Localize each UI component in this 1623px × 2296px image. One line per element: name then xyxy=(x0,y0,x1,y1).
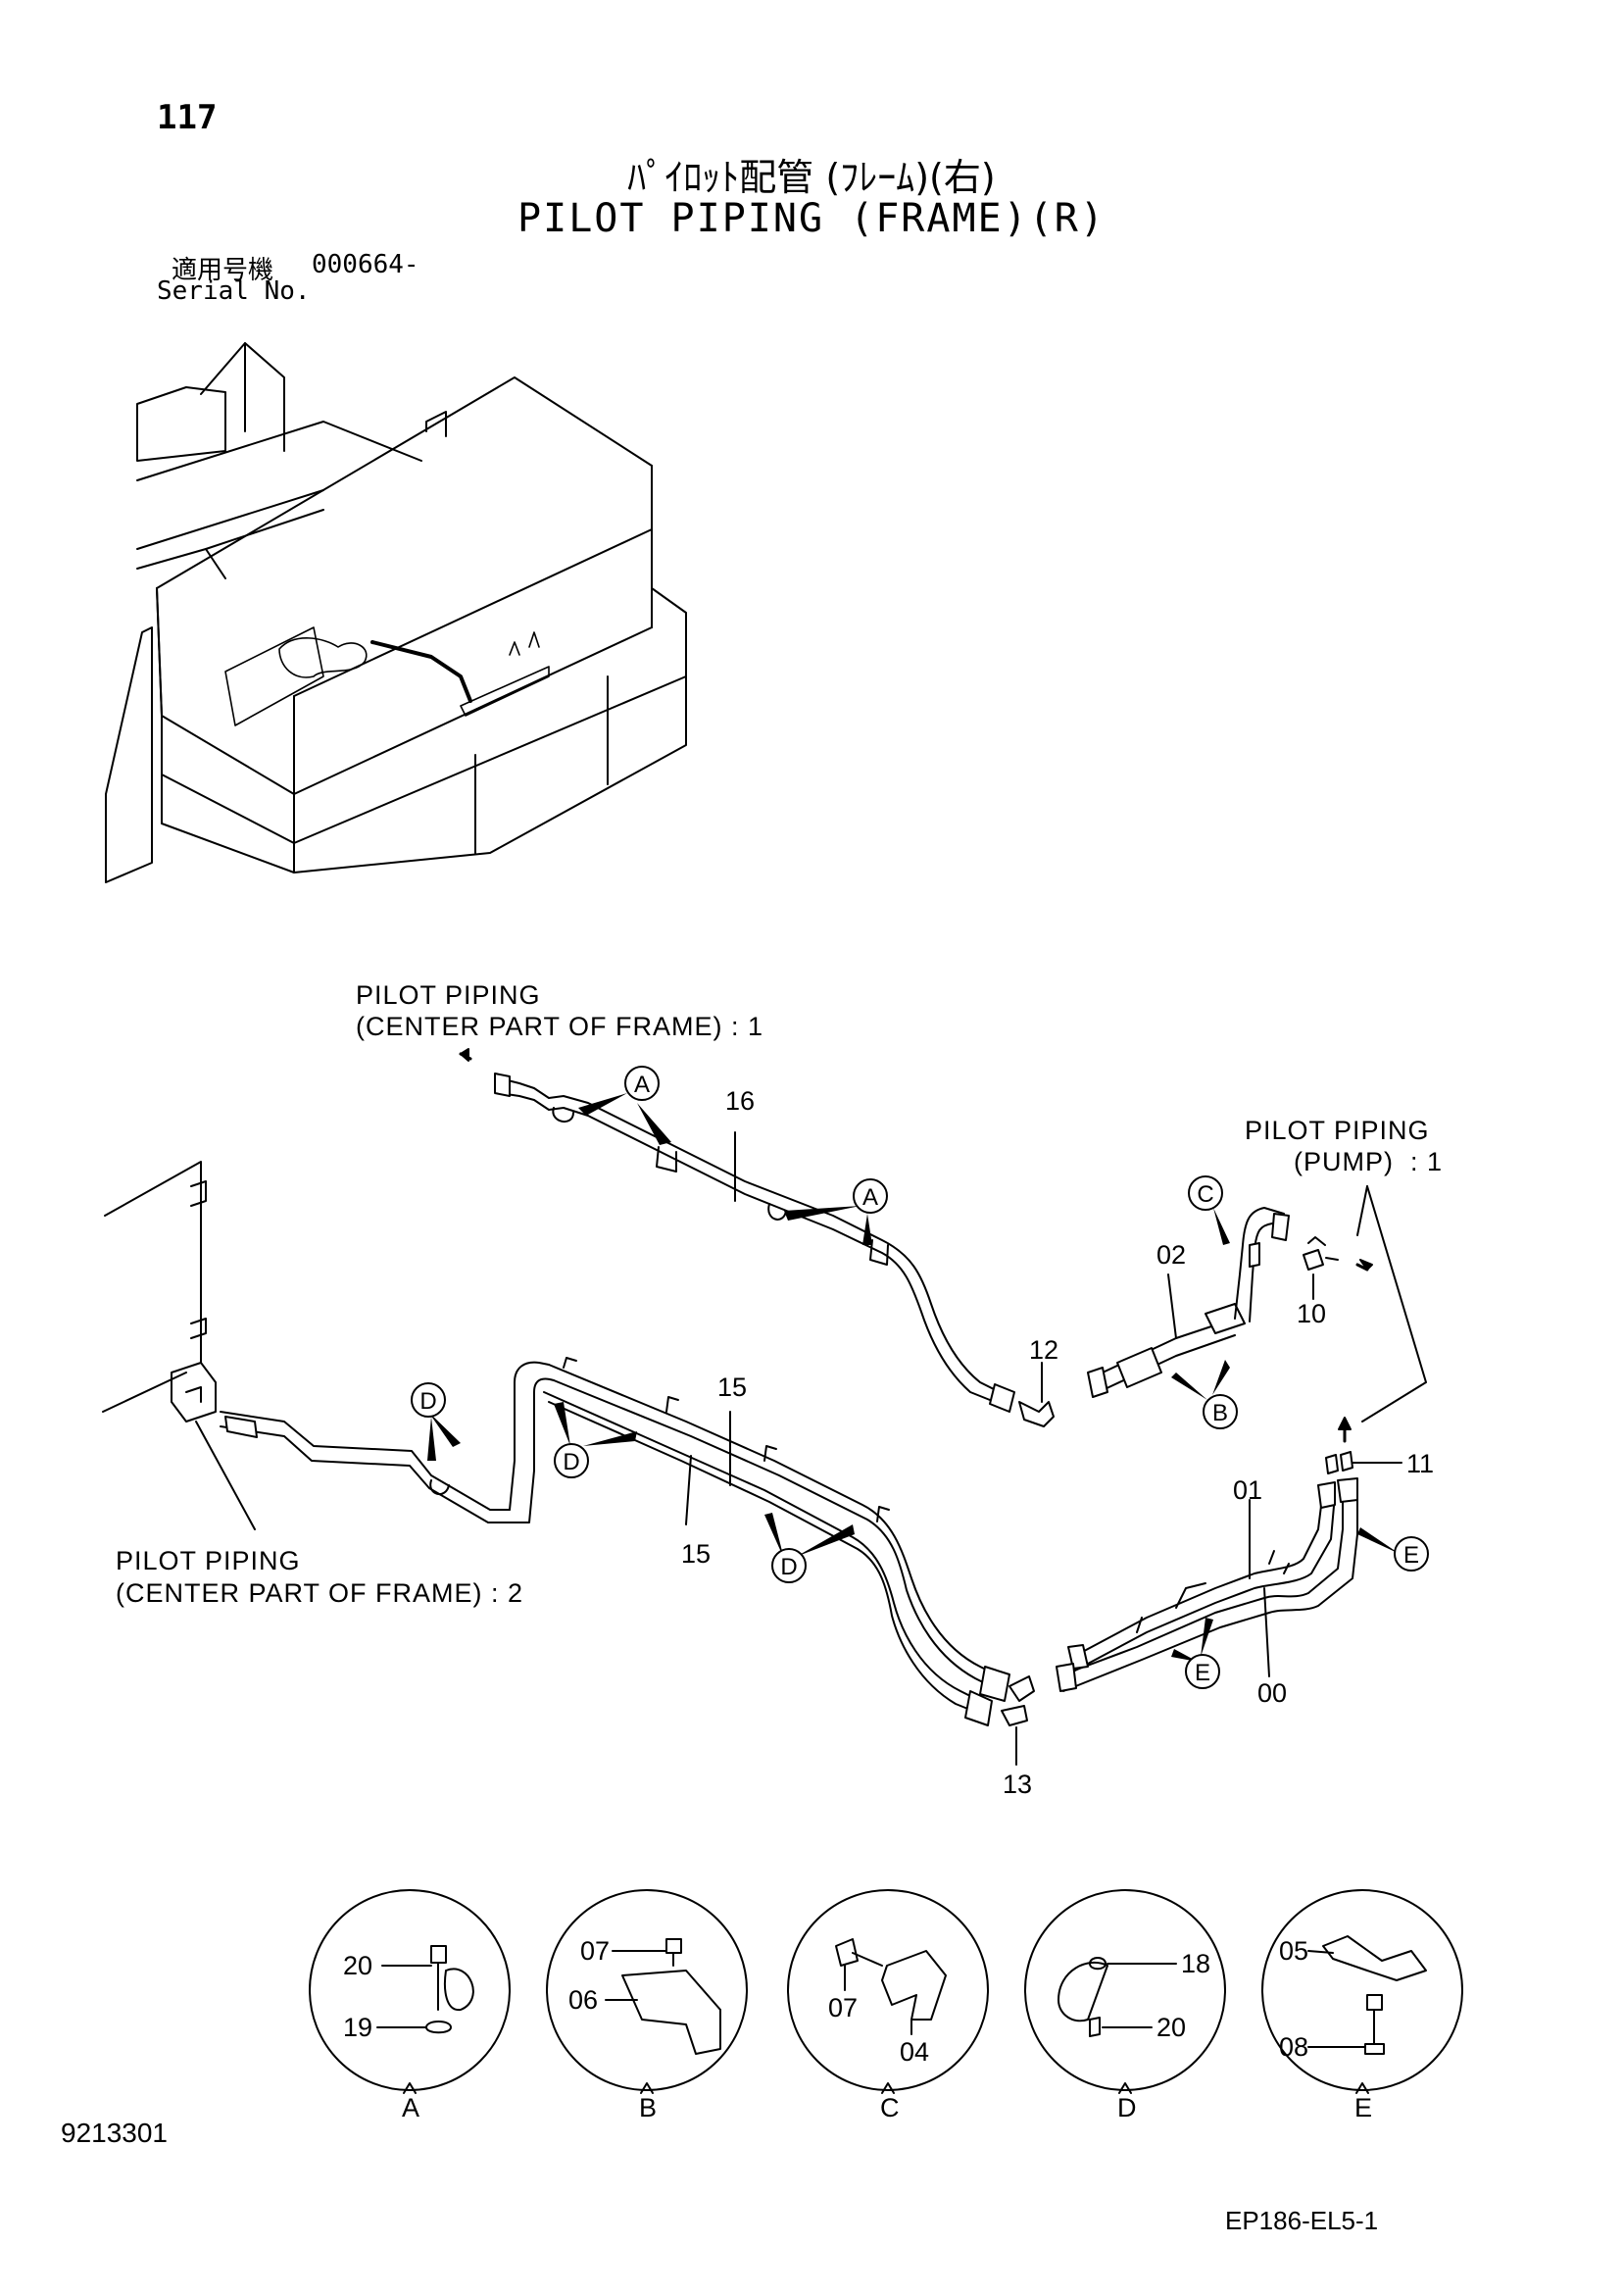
callout-center-part-1-line1: PILOT PIPING xyxy=(356,980,541,1010)
detail-view-e xyxy=(1261,1889,1463,2094)
marker-e-2-letter: E xyxy=(1403,1542,1419,1569)
marker-d-1-letter: D xyxy=(419,1388,436,1415)
marker-c-letter: C xyxy=(1197,1181,1213,1208)
callout-pump-1-line1: PILOT PIPING xyxy=(1245,1116,1430,1145)
callout-center-part-2-line2: (CENTER PART OF FRAME) : 2 xyxy=(116,1578,524,1608)
part-number-15-lower: 15 xyxy=(681,1539,712,1569)
detail-a-part-bottom: 19 xyxy=(343,2013,373,2042)
marker-a-1-letter: A xyxy=(634,1072,650,1098)
marker-a-2 xyxy=(853,1178,888,1214)
detail-c-letter: C xyxy=(880,2093,900,2122)
marker-d-2-letter: D xyxy=(563,1449,579,1475)
detail-c-part-right: 04 xyxy=(900,2037,930,2067)
detail-b-part-top: 07 xyxy=(580,1936,611,1966)
fitting-11 xyxy=(1325,1417,1402,1474)
detail-b-letter: B xyxy=(639,2093,658,2122)
detail-b-part-bottom: 06 xyxy=(568,1985,599,2015)
marker-a-2-letter: A xyxy=(862,1184,878,1211)
detail-d-letter: D xyxy=(1117,2093,1137,2122)
fitting-12 xyxy=(1018,1362,1055,1427)
fitting-13 xyxy=(1001,1675,1035,1766)
marker-e-1 xyxy=(1185,1654,1220,1689)
detail-marker-letters: A A C B D D D E E xyxy=(419,1072,1419,1686)
detail-view-d xyxy=(1024,1889,1226,2094)
title-japanese: ﾊﾟｲﾛｯﾄ配管 (ﾌﾚｰﾑ)(右) xyxy=(627,156,996,199)
callout-center-part-1-line2: (CENTER PART OF FRAME) : 1 xyxy=(356,1012,764,1041)
pipe-15 xyxy=(220,1357,1010,1726)
fitting-10 xyxy=(1307,1236,1326,1300)
detail-d-part-bottom: 20 xyxy=(1156,2013,1187,2042)
detail-e-part-top: 05 xyxy=(1279,1936,1309,1966)
pipe-00-01 xyxy=(1056,1477,1358,1692)
marker-b-letter: B xyxy=(1212,1400,1228,1426)
detail-markers xyxy=(411,1066,1429,1689)
detail-view-a xyxy=(309,1889,511,2094)
part-number-15-upper: 15 xyxy=(717,1373,748,1402)
part-number-16: 16 xyxy=(725,1086,756,1116)
marker-d-3-letter: D xyxy=(780,1554,797,1580)
detail-d-part-top: 18 xyxy=(1181,1949,1211,1978)
center-part-2-leader xyxy=(195,1421,256,1530)
part-number-00: 00 xyxy=(1257,1678,1288,1708)
overview-machine-frame xyxy=(105,342,687,883)
pump-leader-lines xyxy=(1356,1185,1427,1423)
detail-c-part-left: 07 xyxy=(828,1993,859,2022)
marker-a-1 xyxy=(624,1066,660,1101)
detail-e-part-bottom: 08 xyxy=(1279,2032,1309,2062)
marker-c xyxy=(1188,1175,1223,1211)
part-number-10: 10 xyxy=(1297,1299,1327,1328)
part-number-leaders xyxy=(685,1131,1270,1677)
marker-d-2 xyxy=(554,1443,589,1478)
marker-d-3 xyxy=(771,1548,807,1583)
serial-label-english: Serial No. xyxy=(157,276,311,306)
detail-pointers xyxy=(427,1093,1400,1662)
title-english: PILOT PIPING (FRAME)(R) xyxy=(517,196,1106,241)
marker-e-2 xyxy=(1394,1536,1429,1572)
marker-e-1-letter: E xyxy=(1195,1660,1210,1686)
marker-d-1 xyxy=(411,1382,446,1418)
detail-view-b xyxy=(546,1889,748,2094)
part-number-11: 11 xyxy=(1406,1449,1435,1478)
page-number: 117 xyxy=(157,98,218,137)
detail-a-letter: A xyxy=(402,2093,420,2122)
figure-code: EP186-EL5-1 xyxy=(1225,2206,1379,2235)
marker-b xyxy=(1203,1394,1238,1429)
frame-edge xyxy=(102,1161,217,1423)
detail-a-part-top: 20 xyxy=(343,1951,373,1980)
detail-view-c xyxy=(787,1889,989,2094)
serial-label-japanese: 適用号機 xyxy=(172,256,274,285)
serial-value: 000664- xyxy=(312,250,419,279)
part-number-12: 12 xyxy=(1029,1335,1059,1365)
pipe-16 xyxy=(459,1048,1015,1413)
callout-center-part-2-line1: PILOT PIPING xyxy=(116,1546,301,1575)
callout-pump-1-line2: (PUMP) : 1 xyxy=(1294,1147,1444,1176)
part-number-13: 13 xyxy=(1003,1770,1033,1799)
pipe-02-assembly xyxy=(1087,1207,1373,1398)
part-number-01: 01 xyxy=(1233,1475,1263,1505)
document-code: 9213301 xyxy=(61,2118,169,2148)
detail-e-letter: E xyxy=(1354,2093,1373,2122)
part-number-02: 02 xyxy=(1156,1240,1187,1270)
